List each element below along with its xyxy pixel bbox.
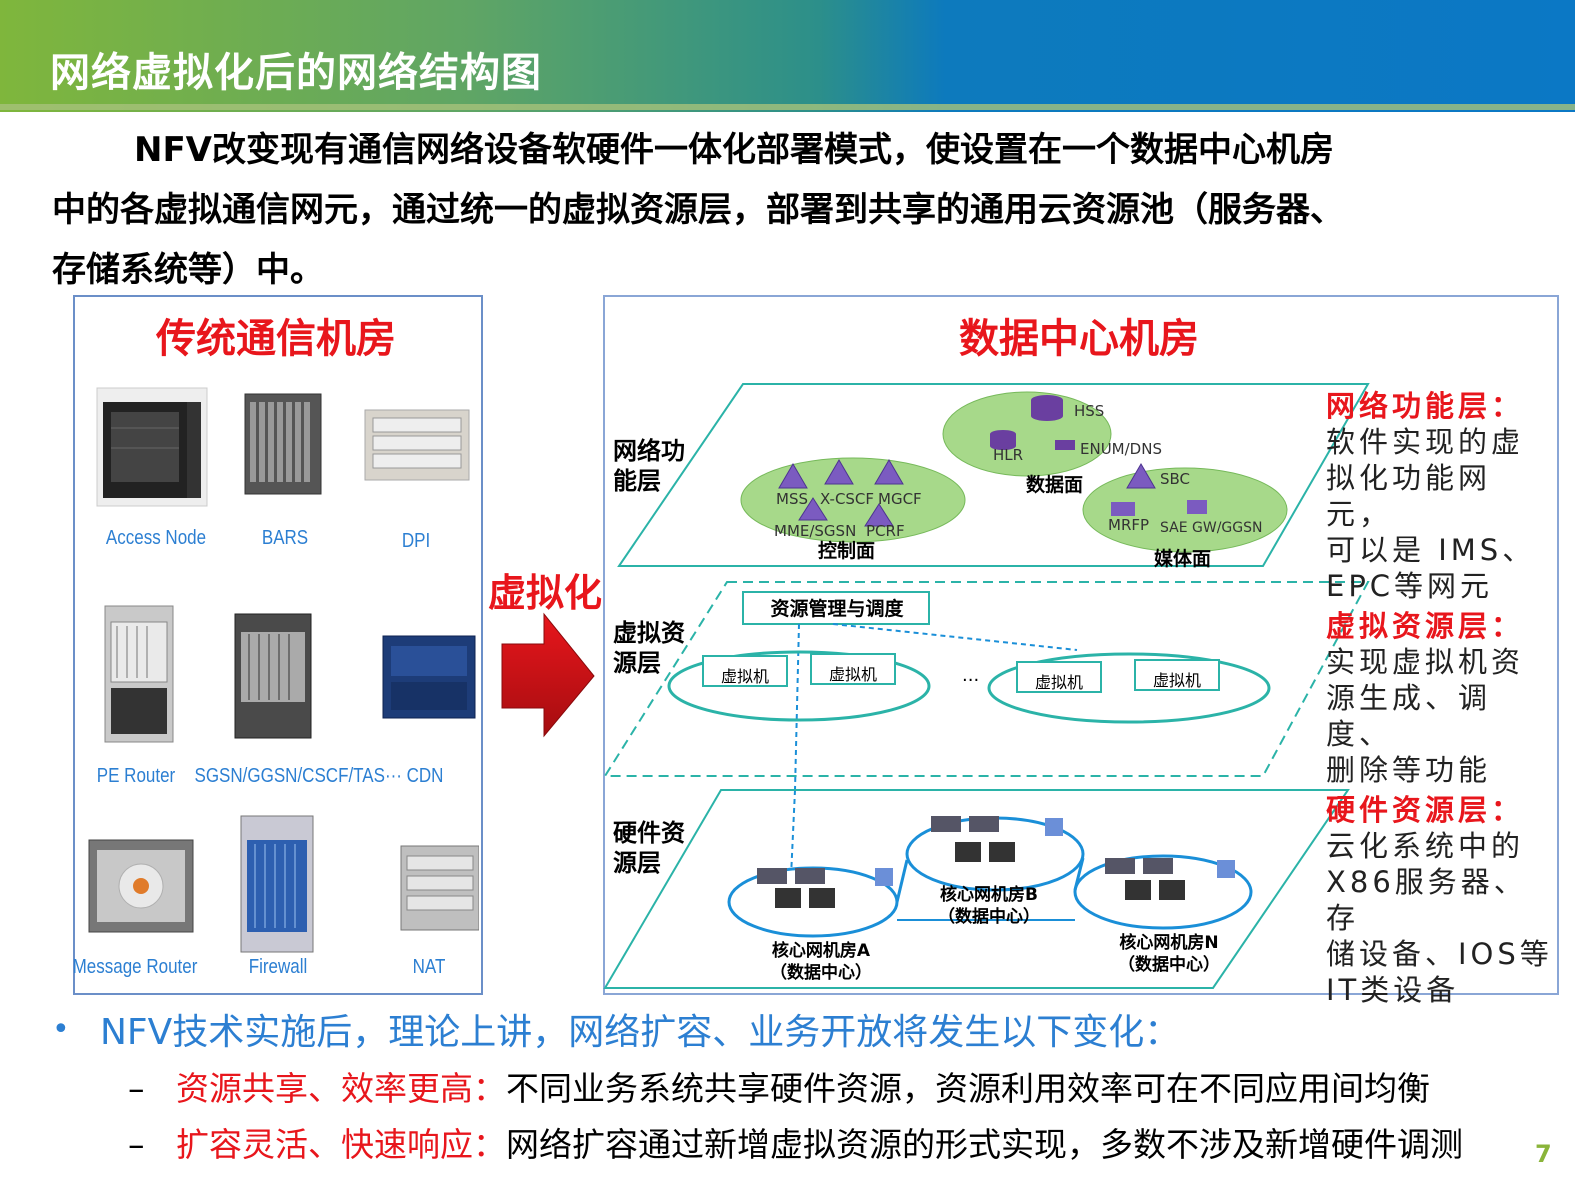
network-function-icon: [778, 459, 1156, 527]
bullet-sub-1-text: 不同业务系统共享硬件资源，资源利用效率可在不同应用间均衡: [505, 1069, 1430, 1108]
bullet-sub-1: – 资源共享、效率更高：不同业务系统共享硬件资源，资源利用效率可在不同应用间均衡: [128, 1062, 1548, 1110]
dash-icon: –: [128, 1069, 145, 1108]
hardware-layer-label: 硬件资源层: [613, 819, 685, 877]
router-chassis-icon: [400, 845, 479, 931]
intro-line-3: 存储系统等）中。: [52, 250, 324, 290]
device-label: Firewall: [248, 956, 308, 978]
site-a-label: 核心网机房A（数据中心）: [770, 941, 872, 983]
header-divider: [0, 104, 1575, 110]
virtual-layer-label: 虚拟资源层: [613, 619, 685, 677]
nfv-layer-diagram: [603, 383, 1370, 989]
vm-pool-ellipse: [987, 652, 1271, 724]
sbc-label: SBC: [1160, 470, 1191, 488]
mme-sgsn-label: MME/SGSN: [774, 522, 857, 540]
control-plane-label: 控制面: [818, 540, 876, 562]
server-box-icon: [382, 635, 476, 719]
router-chassis-icon: [364, 409, 470, 481]
function-layer-plane: [617, 383, 1370, 567]
vm-label: 虚拟机: [720, 667, 769, 686]
hardware-layer-plane: [603, 789, 1350, 989]
bullet-sub-2: – 扩容灵活、快速响应：网络扩容通过新增虚拟资源的形式实现，多数不涉及新增硬件调…: [128, 1118, 1548, 1166]
media-plane-label: 媒体面: [1154, 548, 1212, 570]
media-server-icon: [1187, 500, 1207, 514]
header-banner: [0, 0, 1575, 112]
firewall-chassis-icon: [240, 815, 314, 953]
bullet-sub-2-text: 网络扩容通过新增虚拟资源的形式实现，多数不涉及新增硬件调测: [505, 1125, 1463, 1164]
device-label: BARS: [261, 527, 309, 549]
database-icon: [1031, 395, 1063, 421]
data-plane-label: 数据面: [1026, 474, 1084, 496]
ellipsis-label: ···: [962, 670, 980, 691]
xcscf-label: X-CSCF: [820, 490, 875, 508]
device-label: Message Router: [72, 956, 198, 978]
resource-manager-label: 资源管理与调度: [770, 598, 904, 620]
device-label: NAT: [412, 956, 446, 978]
server-icon: [1055, 440, 1075, 450]
pcrf-label: PCRF: [866, 522, 905, 540]
device-label: SGSN/GGSN/CSCF/TAS···: [194, 765, 402, 787]
rack-chassis-icon: [96, 387, 208, 507]
blade-chassis-icon: [244, 393, 322, 495]
enum-dns-label: ENUM/DNS: [1080, 440, 1162, 458]
data-plane-ellipse: [942, 391, 1112, 477]
datacenter-room-title: 数据中心机房: [959, 316, 1199, 362]
database-icon: [990, 430, 1016, 450]
dash-icon: –: [128, 1125, 145, 1164]
device-label: PE Router: [96, 765, 176, 787]
mss-label: MSS: [776, 490, 808, 508]
bullet-sub-2-heading: 扩容灵活、快速响应：: [175, 1125, 506, 1164]
bullet-sub-1-heading: 资源共享、效率更高：: [175, 1069, 506, 1108]
vm-label: 虚拟机: [828, 665, 877, 684]
function-layer-label: 网络功能层: [613, 437, 685, 495]
intro-line-1: NFV改变现有通信网络设备软硬件一体化部署模式，使设置在一个数据中心机房: [134, 130, 1334, 170]
media-plane-ellipse: [1082, 467, 1288, 553]
traditional-room-title: 传统通信机房: [156, 316, 396, 362]
bullet-main-text: NFV技术实施后，理论上讲，网络扩容、业务开放将发生以下变化：: [100, 1012, 1181, 1053]
hardware-layer-description: 硬件资源层： 云化系统中的 X86服务器、存 储设备、IOS等 IT类设备: [1326, 793, 1553, 1007]
hss-label: HSS: [1074, 402, 1105, 420]
site-b-label: 核心网机房B（数据中心）: [938, 885, 1040, 927]
virtualize-label: 虚拟化: [488, 571, 603, 615]
media-server-icon: [1111, 502, 1135, 516]
rack-chassis-icon: [88, 839, 194, 933]
device-gallery: [88, 387, 479, 953]
site-n-label: 核心网机房N（数据中心）: [1118, 933, 1220, 975]
mrfp-label: MRFP: [1108, 516, 1150, 534]
blade-chassis-icon: [234, 613, 312, 739]
tall-router-icon: [104, 605, 174, 743]
page-number: 7: [1535, 1140, 1552, 1168]
device-label: Access Node: [105, 527, 207, 549]
intro-paragraph: NFV改变现有通信网络设备软硬件一体化部署模式，使设置在一个数据中心机房 中的各…: [52, 120, 1552, 300]
page-title: 网络虚拟化后的网络结构图: [50, 50, 542, 96]
intro-line-2: 中的各虚拟通信网元，通过统一的虚拟资源层，部署到共享的通用云资源池（服务器、: [52, 190, 1344, 230]
vm-label: 虚拟机: [1152, 671, 1201, 690]
hlr-label: HLR: [993, 446, 1024, 464]
vm-pool-ellipse: [667, 650, 931, 722]
function-layer-description: 网络功能层： 软件实现的虚 拟化功能网元， 可以是 IMS、 EPC等网元: [1326, 389, 1536, 603]
switch-icon: [875, 818, 1235, 886]
right-arrow-icon: [501, 612, 595, 738]
sae-gw-label: SAE GW/GGSN: [1160, 520, 1263, 536]
vm-box-group: [702, 653, 1220, 693]
virtual-layer-description: 虚拟资源层： 实现虚拟机资 源生成、调度、 删除等功能: [1326, 609, 1525, 787]
mgcf-label: MGCF: [878, 490, 922, 508]
vm-label: 虚拟机: [1034, 673, 1083, 692]
device-label: CDN: [406, 765, 444, 787]
bullet-dot-icon: •: [52, 1012, 70, 1047]
device-label: DPI: [401, 530, 431, 552]
server-rack-icon: [757, 816, 1185, 908]
